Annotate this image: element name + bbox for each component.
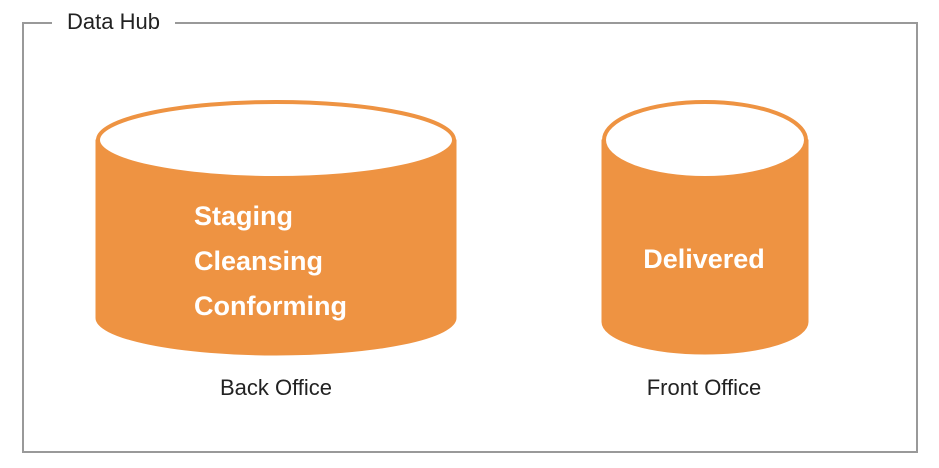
front-office-caption: Front Office: [647, 375, 762, 400]
front-office-cylinder-top: [602, 100, 808, 180]
front-office-cylinder-body: [601, 139, 809, 355]
back-office-cylinder-top: [96, 100, 456, 180]
frame-title: Data Hub: [52, 6, 175, 38]
back-office-line-cleansing: Cleansing: [194, 246, 323, 276]
back-office-caption: Back Office: [220, 375, 332, 400]
back-office-cylinder-body: [95, 139, 457, 356]
data-hub-frame: [22, 22, 918, 453]
front-office-cylinder: Delivered: [601, 100, 809, 355]
back-office-cylinder: Staging Cleansing Conforming: [95, 100, 457, 356]
back-office-line-conforming: Conforming: [194, 291, 347, 321]
back-office-line-staging: Staging: [194, 201, 293, 231]
front-office-line-delivered: Delivered: [643, 244, 765, 274]
